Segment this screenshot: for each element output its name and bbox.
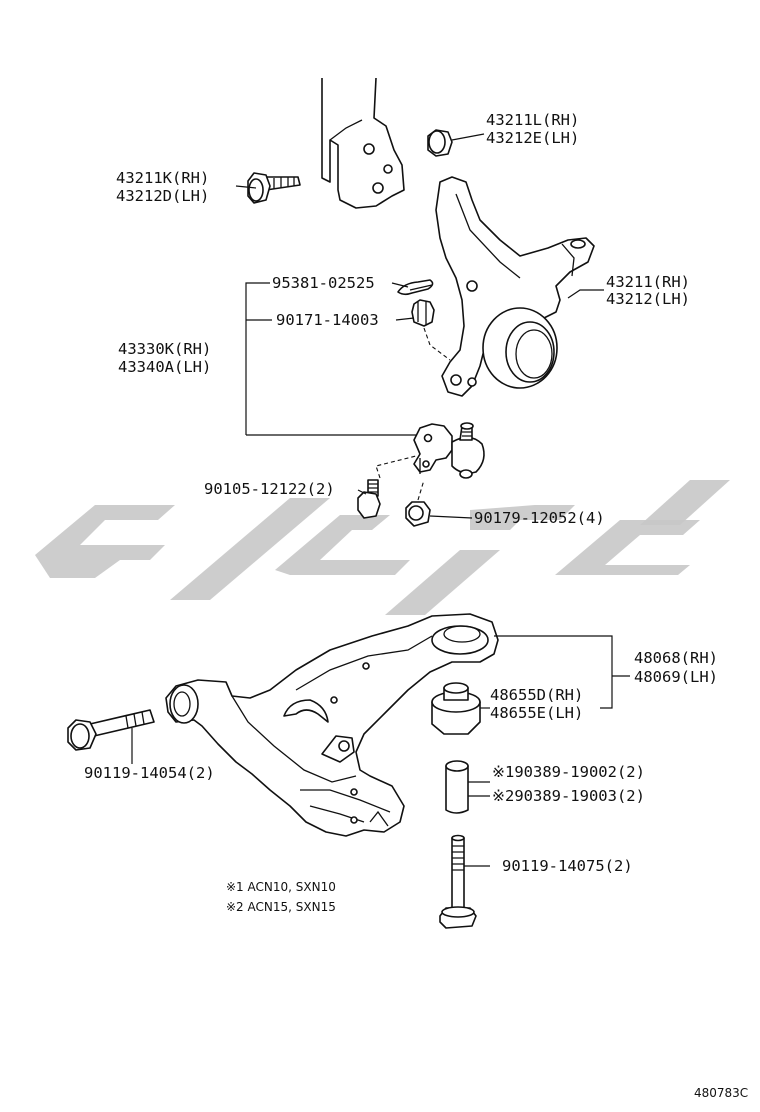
castle-nut-guide-line [423,327,451,361]
label-knuckle-rh: 43211(RH) [606,273,690,291]
label-collar-1: ※190389-19002(2) [492,763,645,781]
strut-assembly [321,77,405,209]
cotter-pin [397,279,434,296]
label-ball-joint-lh: 43340A(LH) [118,358,211,376]
note-2: ※2 ACN15, SXN15 [226,900,336,914]
watermark-logo [35,480,730,615]
label-front-bolt: 90119-14054(2) [84,764,215,782]
castle-nut [411,299,435,327]
part-labels: 43211L(RH) 43212E(LH) 43211K(RH) 43212D(… [84,111,748,1100]
steering-knuckle [435,176,595,397]
label-ball-nut: 90179-12052(4) [474,509,605,527]
ball-bolt-guide-line [375,455,417,479]
label-collar-2: ※290389-19003(2) [492,787,645,805]
label-knuckle-lh: 43212(LH) [606,290,690,308]
ball-nut-guide-line [417,479,425,501]
leader-lines [131,133,630,867]
lower-control-arm [165,613,499,837]
upper-strut-nut [427,129,453,157]
label-bush-lh: 48655E(LH) [490,704,583,722]
bushing-collar [445,760,469,814]
label-arm-rh: 48068(RH) [634,649,718,667]
ball-joint-nut [405,501,431,527]
figure-id: 480783C [694,1086,748,1100]
label-nut-top-lh: 43212E(LH) [486,129,579,147]
upper-strut-bolt [247,172,301,204]
label-nut-top-rh: 43211L(RH) [486,111,579,129]
label-ball-joint-rh: 43330K(RH) [118,340,211,358]
label-ball-bolt: 90105-12122(2) [204,480,335,498]
ball-joint [413,422,485,479]
label-castle-nut: 90171-14003 [276,311,379,329]
label-cotter-pin: 95381-02525 [272,274,375,292]
label-bolt-top-lh: 43212D(LH) [116,187,209,205]
rear-arm-bolt [439,834,477,929]
rear-bushing [431,682,481,735]
front-arm-bolt [67,709,155,751]
label-bolt-top-rh: 43211K(RH) [116,169,209,187]
note-1: ※1 ACN10, SXN10 [226,880,336,894]
label-bush-rh: 48655D(RH) [490,686,583,704]
label-arm-lh: 48069(LH) [634,668,718,686]
ball-joint-bolt [357,479,381,519]
label-rear-bolt: 90119-14075(2) [502,857,633,875]
